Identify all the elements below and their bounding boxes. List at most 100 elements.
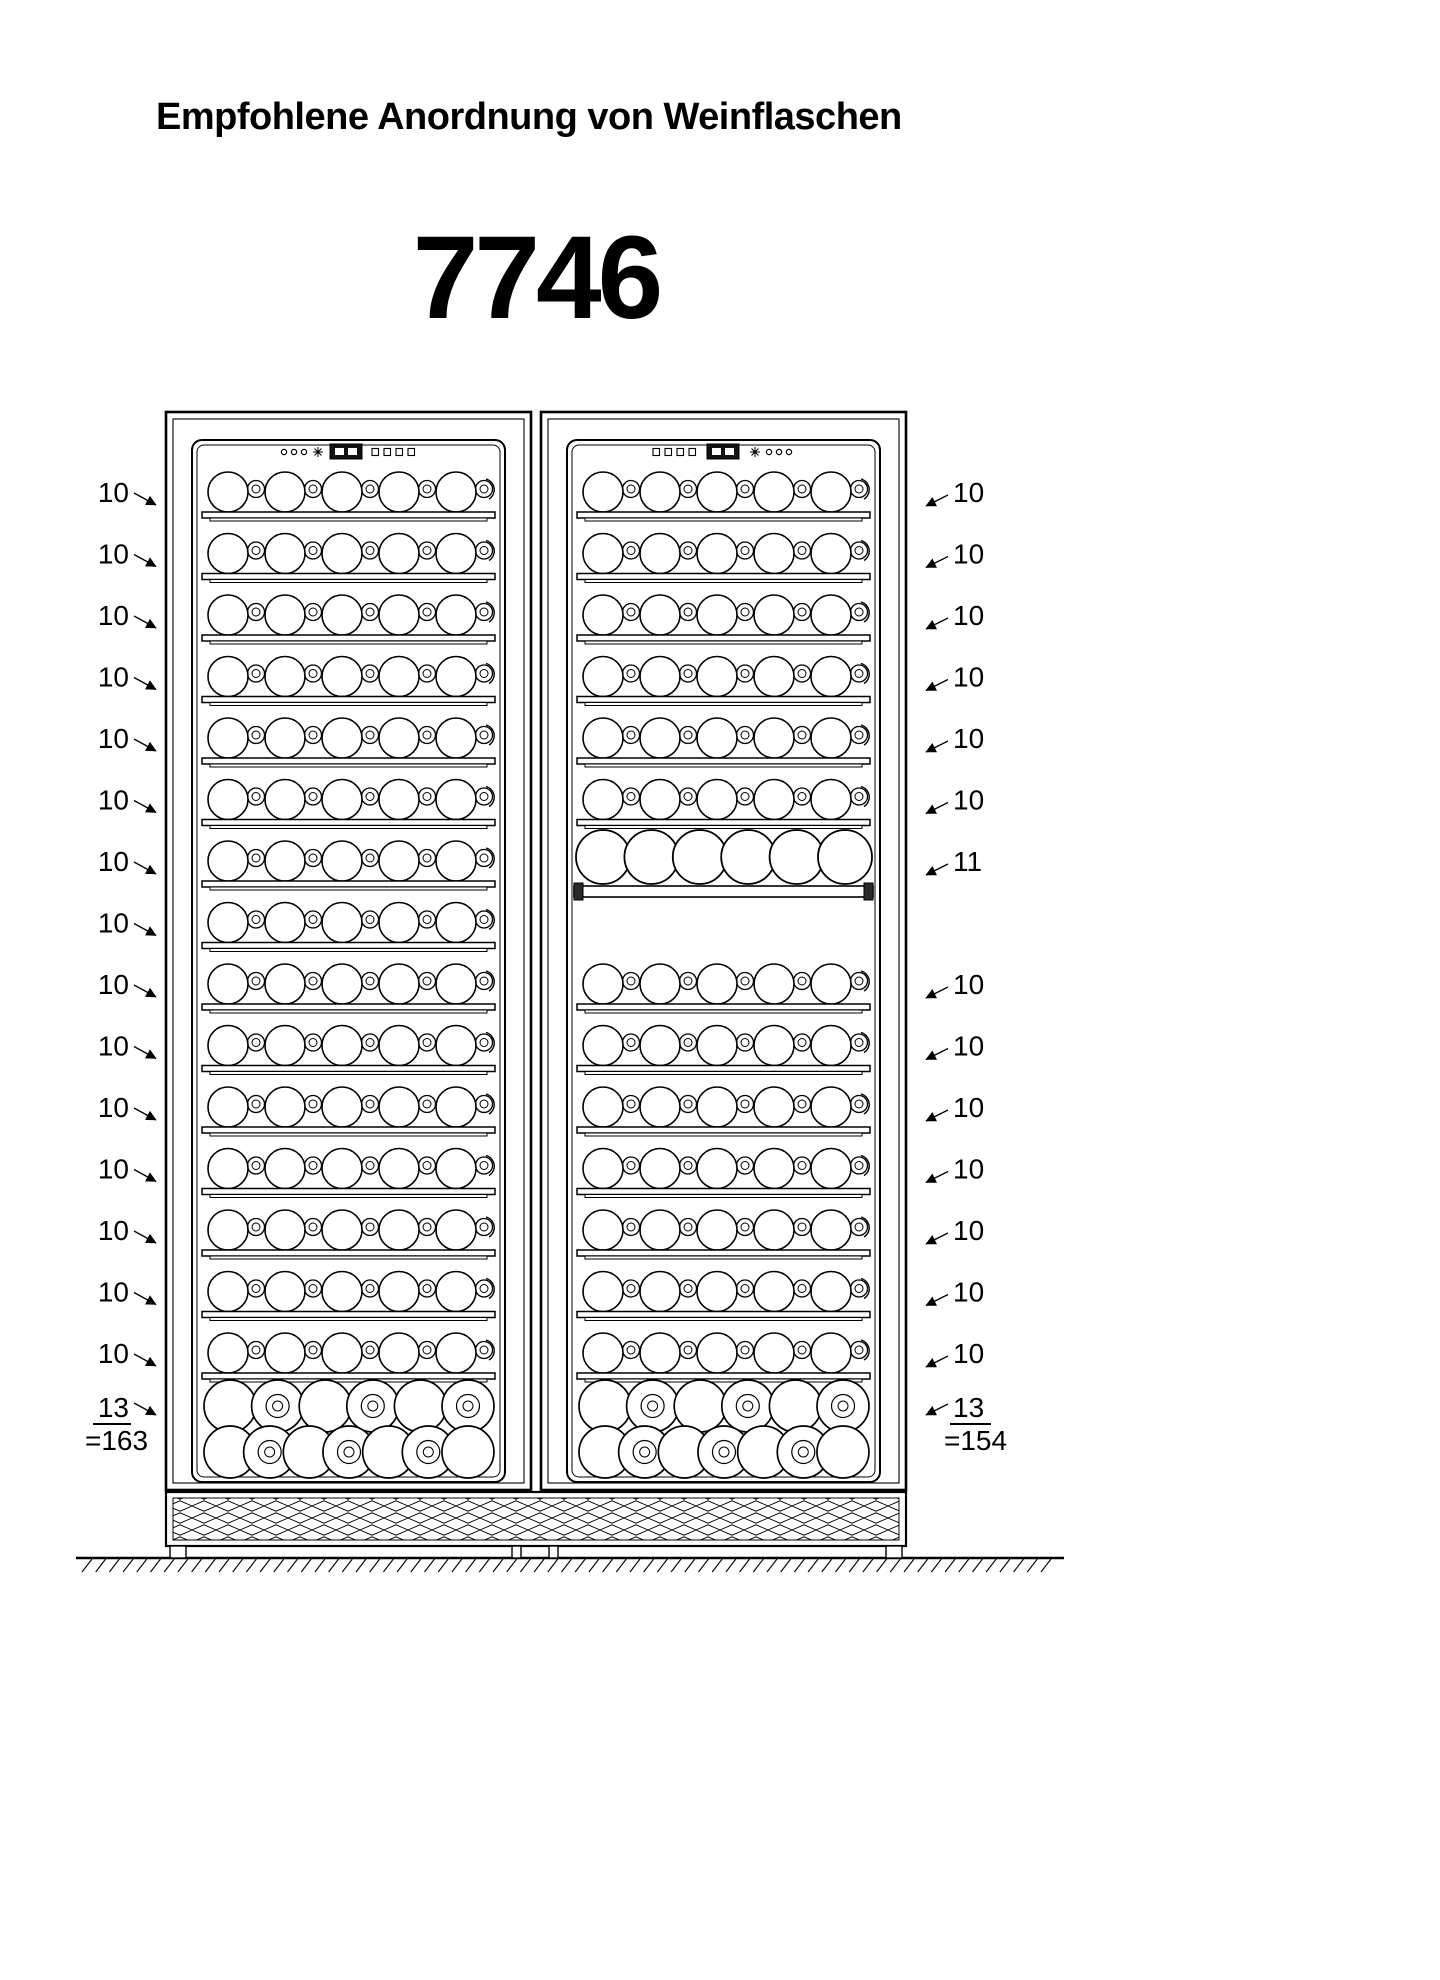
bottle-neck — [360, 1217, 380, 1237]
bottle-base — [582, 1209, 624, 1251]
ground-hatch-tick — [766, 1558, 778, 1573]
wine-shelf-row — [201, 1147, 496, 1198]
bottle-neck — [474, 1033, 494, 1052]
bottle-neck — [735, 1033, 755, 1052]
shelf — [201, 1372, 496, 1380]
standing-bottle — [816, 1425, 870, 1479]
bottle-base — [321, 901, 363, 944]
standing-bottle — [441, 1379, 495, 1433]
bottle-base — [623, 829, 680, 885]
shelf-count-label: 10 — [98, 539, 129, 570]
bottle-neck — [621, 602, 641, 622]
shelf-count-label: 10 — [98, 723, 129, 754]
bottle-base — [810, 963, 852, 1005]
snowflake-icon — [313, 447, 323, 457]
bottle-neck — [849, 971, 869, 991]
bottle-base — [753, 963, 795, 1005]
bottle-neck — [792, 479, 812, 499]
bottle-base — [639, 1024, 681, 1067]
shelf — [201, 1187, 496, 1196]
bottle-base — [435, 594, 477, 636]
bottle-neck — [246, 1033, 266, 1052]
bottle-base — [321, 778, 363, 821]
shelf — [576, 695, 871, 704]
bottle-neck-profile — [485, 724, 495, 746]
bottle-neck — [678, 1217, 698, 1237]
bottle-neck — [474, 971, 494, 991]
bottle-neck — [303, 602, 323, 622]
shelf — [576, 511, 871, 519]
bottle-neck — [474, 787, 494, 806]
count-arrow — [925, 1293, 949, 1307]
ground-hatch-tick — [465, 1558, 477, 1573]
ground-hatch-tick — [930, 1558, 942, 1573]
wine-shelf-row — [576, 1270, 871, 1321]
shelf — [201, 634, 496, 642]
button-icon — [664, 447, 673, 457]
bottle-neck — [246, 787, 266, 806]
shelf-lip — [584, 1378, 863, 1383]
bottle-base — [321, 1332, 363, 1374]
bottle-base — [696, 655, 738, 698]
shelf-count-label: 10 — [98, 1338, 129, 1369]
bottle-neck — [735, 1279, 755, 1298]
bottle-neck-profile — [860, 1277, 870, 1300]
bottle-base — [321, 717, 363, 759]
ground-hatch-tick — [629, 1558, 641, 1573]
shelf — [576, 1310, 871, 1319]
ground-hatch-tick — [643, 1558, 655, 1573]
bottle-base — [378, 594, 420, 636]
bottle-neck — [246, 602, 266, 622]
bottle-base — [378, 1270, 420, 1313]
ground-hatch-tick — [698, 1558, 709, 1573]
shelf — [201, 880, 496, 888]
shelf-lip — [584, 825, 863, 829]
button-icon — [676, 447, 685, 457]
bottle-base — [810, 532, 852, 575]
bottle-neck — [474, 664, 494, 683]
shelf-count-label: 10 — [98, 1031, 129, 1062]
bottle-neck — [417, 725, 437, 745]
foot — [511, 1545, 522, 1559]
bottle-base — [639, 717, 681, 759]
standing-bottle — [768, 1379, 823, 1433]
total-count-label: =163 — [85, 1425, 148, 1456]
bottle-neck — [792, 541, 812, 560]
ground-hatch-tick — [780, 1558, 792, 1573]
shelf-count-label: 10 — [98, 1277, 129, 1308]
bottle-neck — [246, 1156, 266, 1175]
ground-hatch-tick — [232, 1558, 244, 1573]
bottle-neck — [678, 664, 698, 683]
bottle-base — [768, 829, 825, 885]
shelf-lip — [584, 1255, 863, 1260]
bottle-base — [378, 717, 420, 759]
shelf-lip — [584, 1132, 863, 1137]
shelf-lip — [209, 702, 488, 706]
bottle-neck — [246, 664, 266, 683]
bottle-base — [582, 594, 624, 636]
standing-bottle — [298, 1379, 353, 1433]
shelf-lip — [584, 763, 863, 768]
bottle-base — [810, 1024, 852, 1067]
bottle-base — [810, 1332, 852, 1374]
ground-line — [76, 1556, 1064, 1573]
bottle-neck — [474, 1217, 494, 1237]
wine-shelf-row — [576, 778, 871, 829]
bottle-neck — [621, 971, 641, 991]
bottle-neck — [417, 479, 437, 499]
bottle-neck — [621, 1217, 641, 1237]
bottle-base — [753, 1024, 795, 1067]
bottle-base — [696, 1270, 738, 1313]
bottle-neck-profile — [860, 478, 870, 500]
bottle-base — [378, 840, 420, 882]
bottle-neck — [735, 1156, 755, 1175]
bottle-base — [207, 655, 249, 698]
shelf-count-label: 10 — [953, 785, 984, 816]
shelf-lip — [209, 1009, 488, 1014]
ground-hatch-tick — [725, 1558, 737, 1573]
ground-hatch-tick — [670, 1558, 682, 1573]
bottle-base — [321, 840, 363, 882]
shelf-count-label: 10 — [98, 908, 129, 939]
bottle-base — [378, 963, 420, 1005]
bottle-neck-profile — [485, 970, 495, 992]
